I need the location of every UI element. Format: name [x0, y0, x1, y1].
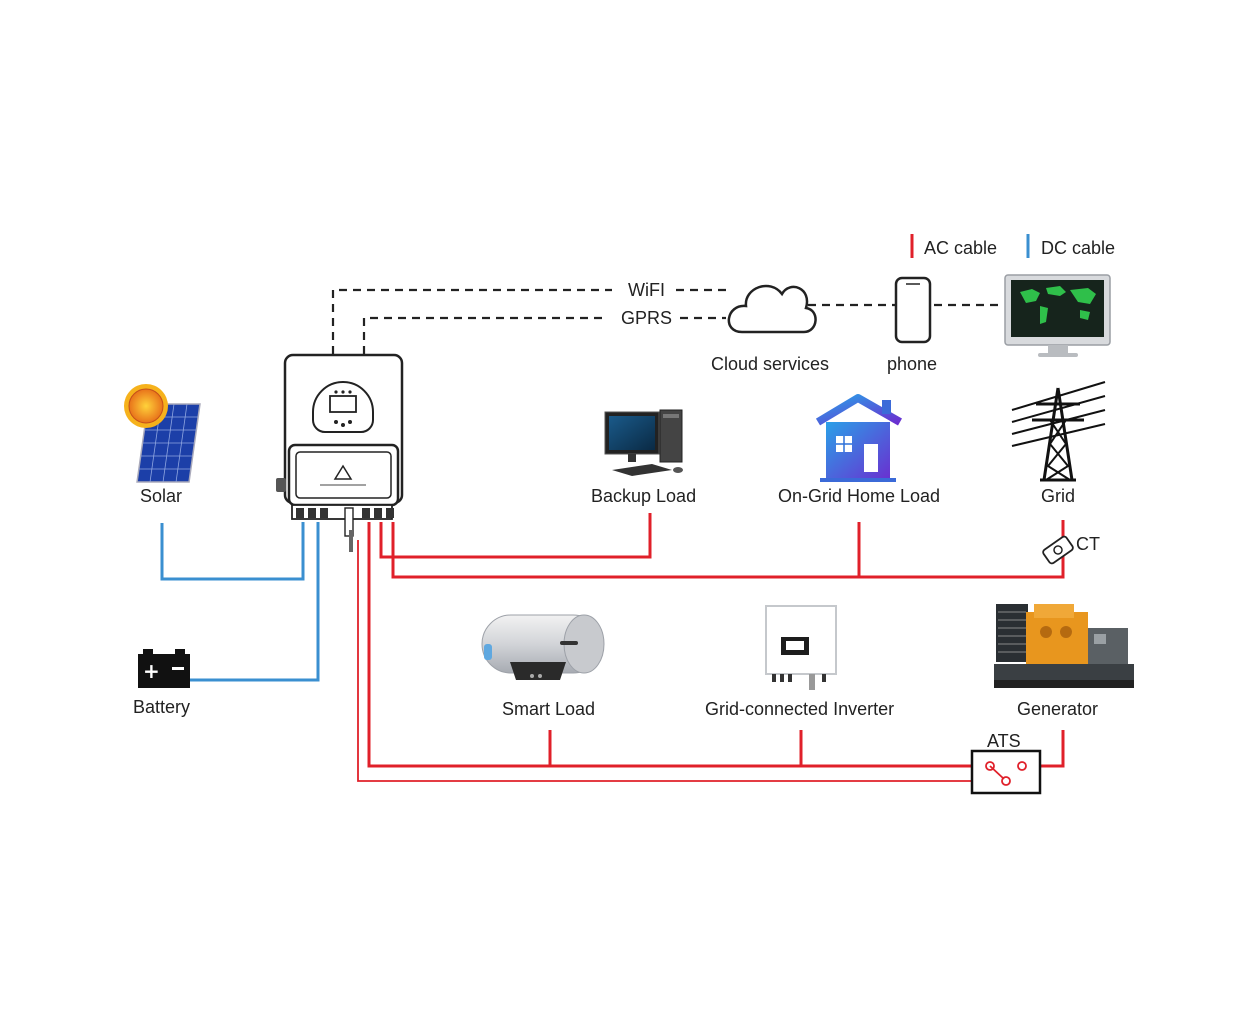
gprs-label: GPRS: [621, 308, 672, 328]
ac-cables: [367, 513, 1065, 768]
ct-label: CT: [1076, 534, 1100, 554]
sun-icon: [124, 384, 168, 428]
generator-label: Generator: [1017, 699, 1098, 719]
ats-switch-icon: [970, 749, 1042, 795]
hybrid-inverter-icon: [276, 353, 404, 552]
ats-output-cable: [357, 540, 1006, 782]
solar-panel-icon: [124, 384, 201, 483]
battery-label: Battery: [133, 697, 190, 717]
home-load-label: On-Grid Home Load: [778, 486, 940, 506]
phone-label: phone: [887, 354, 937, 374]
cloud-services-label: Cloud services: [711, 354, 829, 374]
backup-load-label: Backup Load: [591, 486, 696, 506]
gen-bus-ac-cable: [367, 522, 990, 768]
legend: AC cable DC cable: [910, 234, 1115, 258]
monitor-world-map-icon: [1004, 274, 1111, 357]
wifi-label: WiFI: [628, 280, 665, 300]
grid-label: Grid: [1041, 486, 1075, 506]
comm-links: [331, 288, 1004, 354]
gprs-link: [362, 316, 608, 354]
backup-load-ac-cable: [379, 513, 652, 559]
ats-label: ATS: [987, 731, 1021, 751]
grid-inverter-label: Grid-connected Inverter: [705, 699, 894, 719]
current-transformer-icon: [1042, 535, 1074, 565]
ac-cable-legend-label: AC cable: [924, 238, 997, 258]
svg-text:+: +: [143, 659, 160, 683]
inverter-icon: [765, 605, 837, 690]
generator-icon: [994, 604, 1134, 688]
solar-dc-cable: [160, 522, 305, 581]
desktop-computer-icon: [604, 409, 683, 476]
house-icon: [815, 394, 902, 482]
transmission-tower-icon: [1011, 381, 1106, 482]
cloud-icon: [727, 284, 817, 334]
water-heater-icon: [481, 614, 605, 680]
phone-icon: [894, 276, 932, 344]
solar-label: Solar: [140, 486, 182, 506]
dc-cable-legend-label: DC cable: [1041, 238, 1115, 258]
smart-load-label: Smart Load: [502, 699, 595, 719]
dc-cables: [160, 522, 320, 682]
wifi-link: [331, 288, 612, 354]
grid-ac-cable: [391, 520, 1065, 579]
battery-icon: +: [138, 649, 190, 688]
battery-dc-cable: [190, 522, 320, 682]
